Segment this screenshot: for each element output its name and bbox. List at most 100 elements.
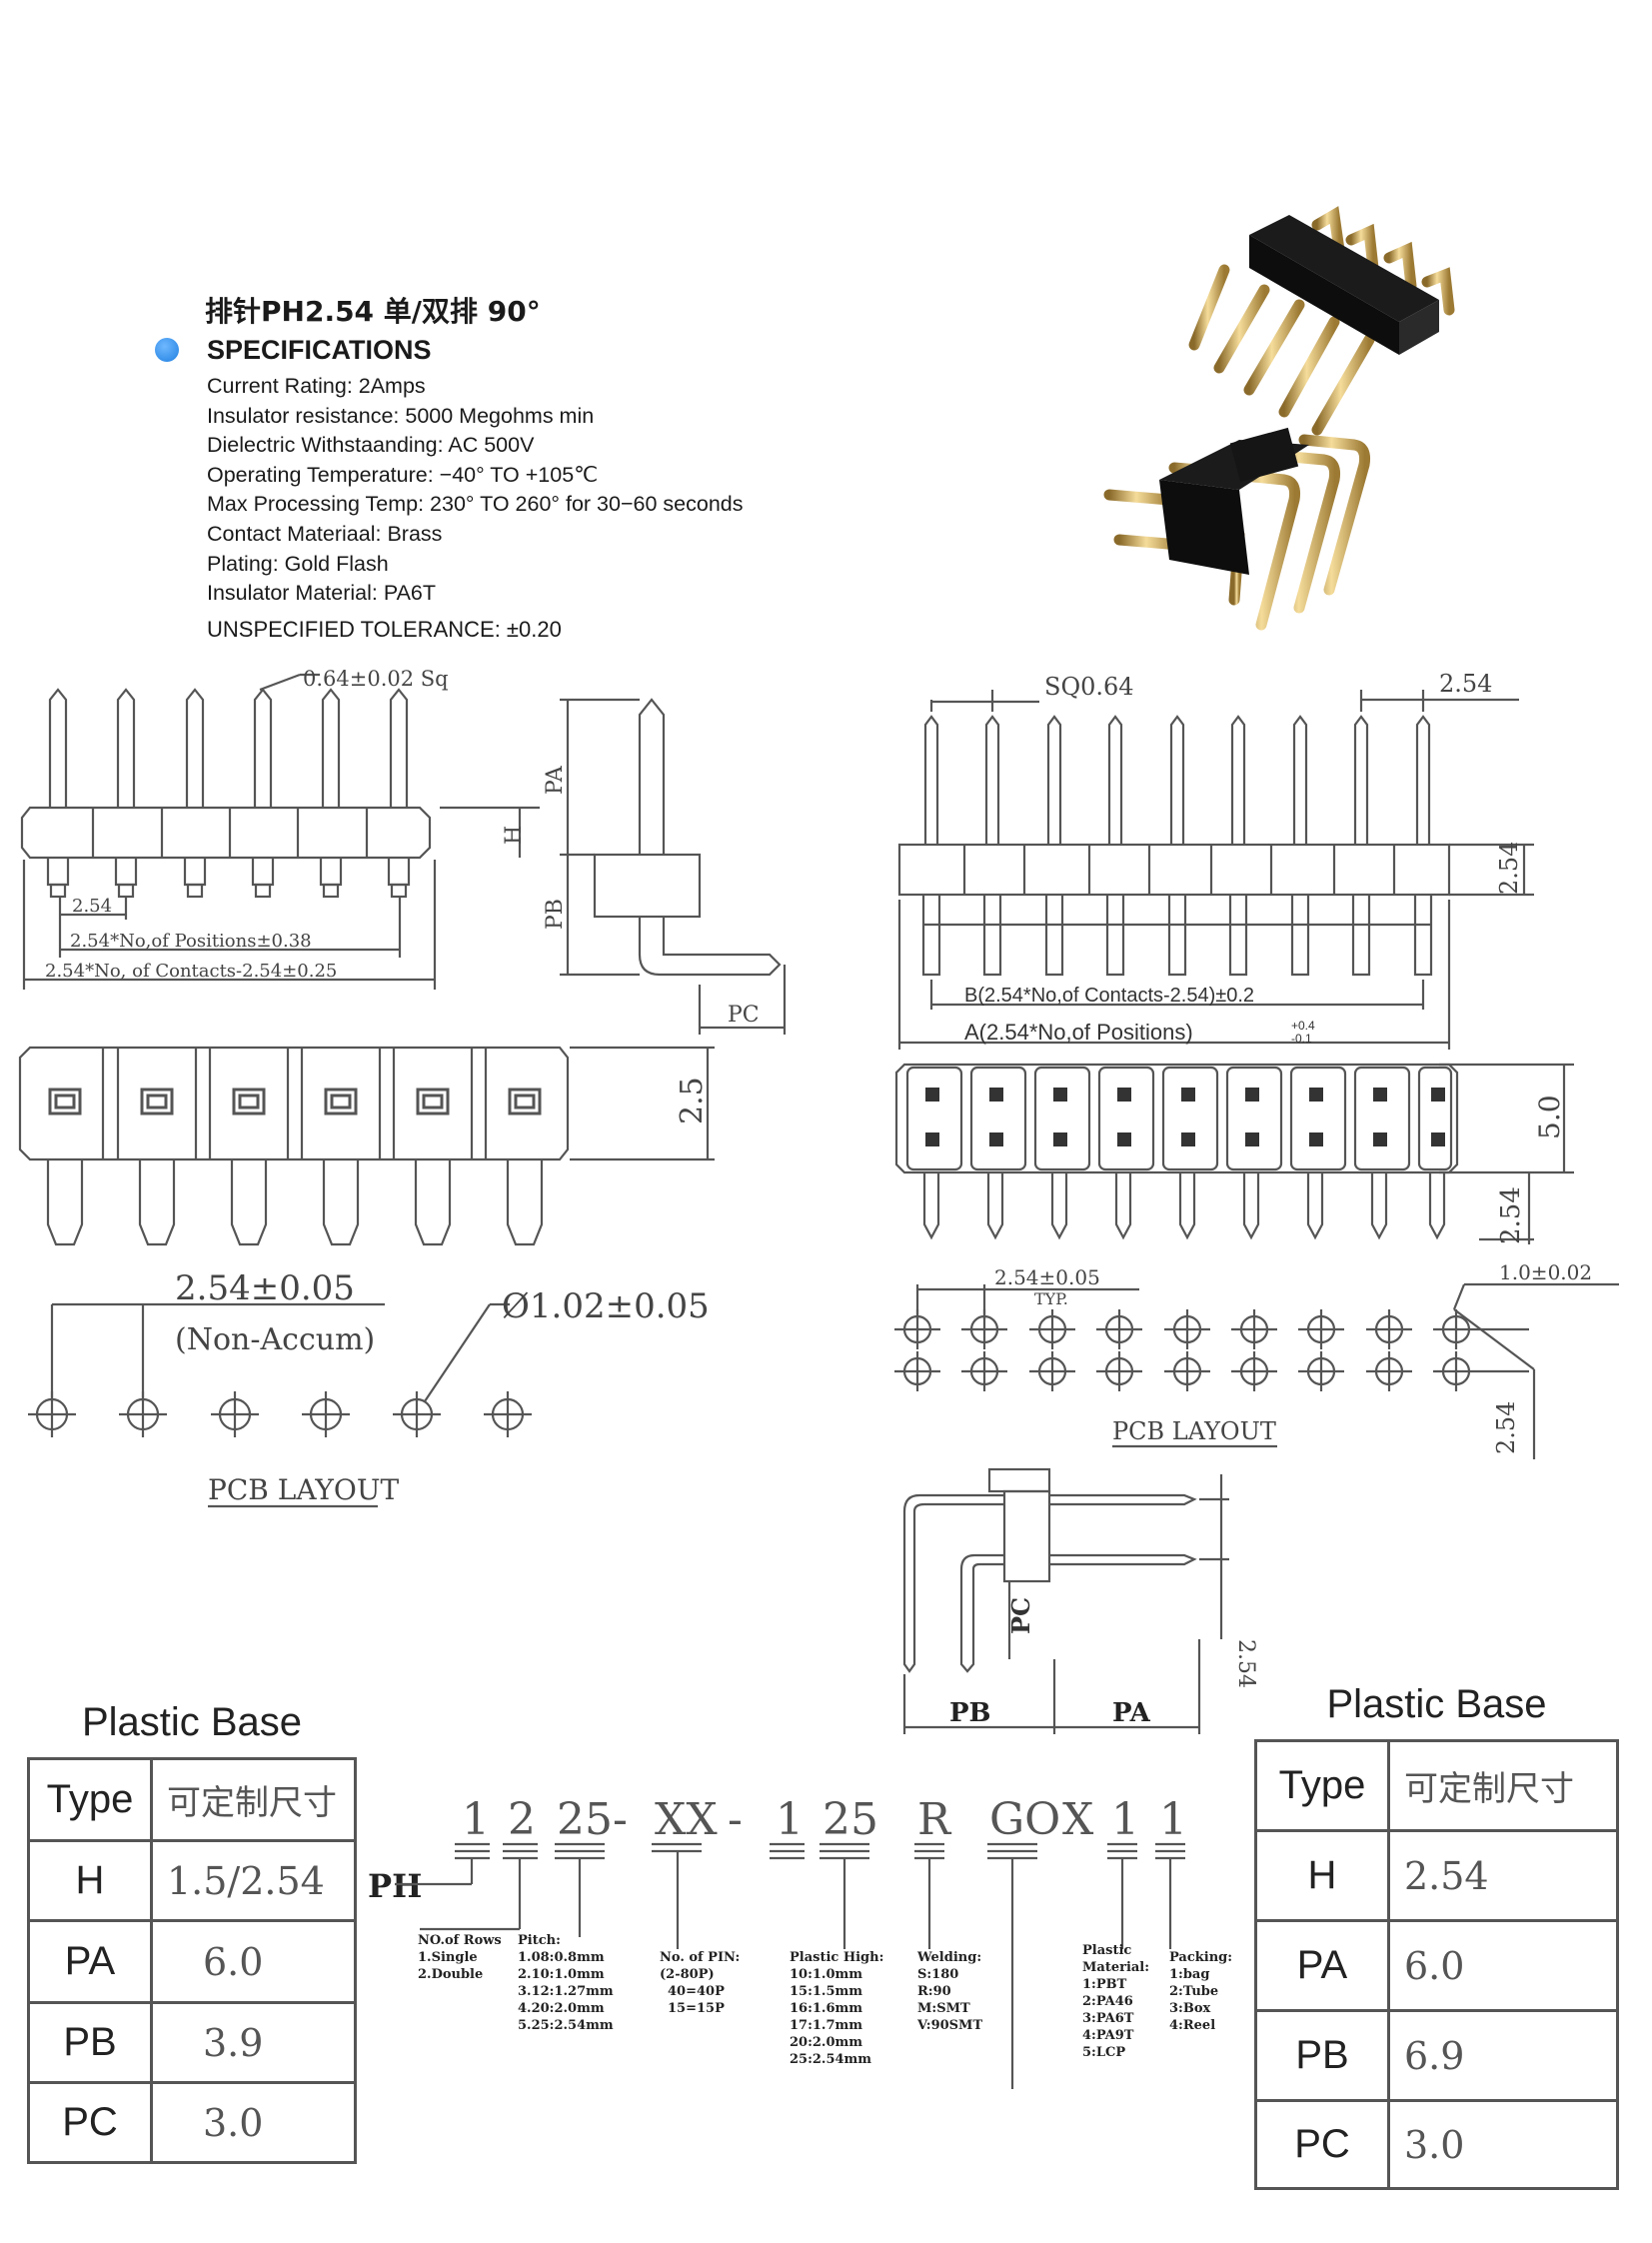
code-seg-material: 1: [1111, 1794, 1139, 1845]
legend-title: Plastic High:: [790, 1950, 883, 1965]
legend-line: 1.08:0.8mm: [518, 1950, 605, 1965]
table-header: 可定制尺寸: [1387, 1739, 1619, 1832]
part-code-lines: [395, 1842, 1185, 2089]
spec-heading: SPECIFICATIONS: [207, 335, 432, 365]
product-photo-top: [1188, 206, 1455, 436]
double-height-label: 2.54: [1495, 842, 1523, 895]
legend-line: 3:Box: [1169, 2001, 1211, 2016]
legend-line: 10:1.0mm: [790, 1967, 862, 1982]
single-pin-sq-label: 0.64±0.02 Sq: [303, 667, 449, 691]
legend-line: 20:2.0mm: [790, 2035, 862, 2050]
spec-item: Operating Temperature: −40° TO +105℃: [207, 462, 599, 487]
spec-item: Insulator Material: PA6T: [207, 581, 437, 606]
code-seg-high: 25: [823, 1794, 878, 1845]
code-seg-plating: GO: [989, 1794, 1060, 1845]
double-sq-label: SQ0.64: [1044, 673, 1134, 701]
legend-title: NO.of Rows: [418, 1933, 502, 1948]
double-row-pcb-layout: [894, 1282, 1619, 1459]
table-caption: Plastic Base: [28, 1687, 356, 1760]
spec-item: Contact Materiaal: Brass: [207, 521, 443, 546]
legend-line: 15=15P: [668, 2001, 725, 2016]
double-dim-a: A(2.54*No,of Positions): [964, 1020, 1193, 1045]
legend-line: 1:bag: [1169, 1967, 1209, 1982]
table-value: 3.0: [150, 2081, 357, 2164]
legend-line: 2:Tube: [1169, 1984, 1218, 1999]
legend-line: 25:2.54mm: [790, 2052, 871, 2067]
double-row-side-view: [902, 1467, 1229, 1734]
code-seg-rows: 1: [462, 1794, 490, 1845]
legend-line: 3.12:1.27mm: [518, 1984, 614, 1999]
code-seg-x: 1: [776, 1794, 804, 1845]
double-layout-pitch: 2.54±0.05: [994, 1265, 1100, 1289]
single-pcb-layout-title: PCB LAYOUT: [208, 1473, 399, 1506]
product-photo-bottom: [1103, 427, 1370, 631]
table-value: 1.5/2.54: [150, 1839, 357, 1922]
table-key: PA: [1254, 1919, 1390, 2012]
single-row-bottom-view: [18, 1046, 715, 1246]
double-pitch-label: 2.54: [1439, 670, 1492, 698]
bullet-dot-icon: [155, 338, 179, 362]
table-key: H: [1254, 1829, 1390, 1922]
code-seg-pitch: 2: [508, 1794, 536, 1845]
legend-line: 2:PA46: [1082, 1994, 1133, 2009]
legend-line: 2.Double: [418, 1967, 483, 1982]
double-side-pa: PA: [1112, 1698, 1151, 1728]
legend-line: 15:1.5mm: [790, 1984, 862, 1999]
code-seg-packing: 1: [1159, 1794, 1187, 1845]
single-pitch-label: 2.54: [72, 896, 112, 917]
legend-title: Plastic: [1082, 1943, 1131, 1958]
single-positions-dim: 2.54*No,of Positions±0.38: [70, 931, 312, 952]
single-row-side-view: [560, 698, 787, 1035]
single-layout-pitch: 2.54±0.05: [175, 1268, 355, 1308]
double-hole-label: 1.0±0.02: [1499, 1260, 1592, 1284]
legend-line: M:SMT: [917, 2001, 970, 2016]
table-value: 6.0: [1387, 1919, 1619, 2012]
part-code-legends: NO.of Rows 1.Single 2.Double Pitch: 1.08…: [418, 1933, 1232, 2067]
legend-line: 4:Reel: [1169, 2018, 1215, 2033]
table-value: 6.0: [150, 1919, 357, 2004]
side-pb-label: PB: [543, 899, 568, 930]
double-typ-label: TYP.: [1034, 1289, 1068, 1308]
code-seg-dash2: -: [728, 1794, 743, 1845]
double-side-height: 2.54: [1233, 1639, 1258, 1688]
part-code-decoder: PH 1 2 25- XX - 1 25 R GO X 1 1: [368, 1794, 1187, 1905]
legend-title: Welding:: [916, 1950, 981, 1965]
spec-item: Plating: Gold Flash: [207, 551, 389, 576]
part-code-prefix: PH: [368, 1867, 422, 1905]
legend-line: 40=40P: [668, 1984, 725, 1999]
legend-title: Pitch:: [518, 1933, 561, 1948]
legend-line: V:90SMT: [916, 2018, 982, 2033]
side-pa-label: PA: [543, 765, 568, 795]
pcb-hole-icon: [894, 1309, 1529, 1391]
double-side-pc: PC: [1006, 1597, 1035, 1634]
single-row-pcb-layout: [28, 1302, 532, 1508]
legend-line: 4.20:2.0mm: [518, 2001, 605, 2016]
table-header: Type: [27, 1757, 153, 1842]
table-value: 2.54: [1387, 1829, 1619, 1922]
table-key: PB: [1254, 2009, 1390, 2102]
legend-line: 5:LCP: [1082, 2045, 1125, 2060]
legend-line: R:90: [917, 1984, 951, 1999]
single-hole-dia: Ø1.02±0.05: [502, 1286, 710, 1326]
legend-line: (2-80P): [660, 1967, 715, 1982]
code-seg-dash: 25-: [557, 1794, 628, 1845]
code-seg-x2: X: [1062, 1794, 1094, 1845]
spec-item: Dielectric Withstaanding: AC 500V: [207, 433, 535, 458]
legend-line: 4:PA9T: [1082, 2028, 1134, 2043]
table-key: PA: [27, 1919, 153, 2004]
single-row-front-view: [20, 673, 540, 990]
single-non-accum: (Non-Accum): [175, 1322, 375, 1357]
double-row-front-view: [897, 690, 1534, 1050]
spec-title: 排针PH2.54 单/双排 90°: [205, 295, 541, 328]
table-caption: Plastic Base: [1255, 1669, 1618, 1742]
table-value: 6.9: [1387, 2009, 1619, 2102]
table-header: Type: [1254, 1739, 1390, 1832]
legend-line: 16:1.6mm: [790, 2001, 862, 2016]
legend-line: 1.Single: [418, 1950, 478, 1965]
legend-title: No. of PIN:: [660, 1950, 740, 1965]
double-row-bottom-view: [894, 1063, 1574, 1244]
table-value: 3.0: [1387, 2099, 1619, 2190]
side-pc-label: PC: [728, 1003, 760, 1028]
